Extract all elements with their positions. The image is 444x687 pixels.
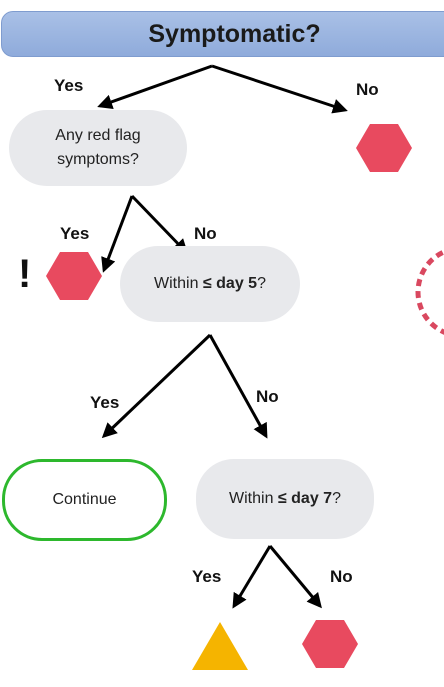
day5-suffix: ? [257,275,266,292]
arrow-day7-no [268,545,322,609]
stop-hexagon-day7-no [302,620,358,668]
exclamation-icon: ! [18,252,32,296]
arrow-day5-yes [101,333,212,439]
caution-triangle [192,622,248,670]
root-question-title: Symptomatic? [148,19,321,48]
branch-label-day5-no: No [256,387,279,406]
red-flag-question-node: Any red flag symptoms? [9,110,187,186]
day5-prefix: Within [154,275,203,292]
branch-label-top-yes: Yes [54,76,84,95]
branch-label-day7-yes: Yes [192,567,222,586]
dashed-circle-icon [415,249,444,335]
stop-hexagon-red-flag [46,252,102,300]
arrow-top-no [211,64,348,114]
day7-prefix: Within [229,490,278,507]
branch-label-day7-no: No [330,567,353,586]
red-flag-line-2: symptoms? [57,151,139,168]
day5-bold: ≤ day 5 [202,275,258,292]
day5-question-node: Within ≤ day 5? [120,246,300,322]
arrow-redflag-yes [101,195,134,273]
branch-label-day5-yes: Yes [90,393,120,412]
arrow-redflag-no [130,194,189,255]
continue-outcome-node: Continue [2,459,167,541]
day7-suffix: ? [332,490,341,507]
day7-question-node: Within ≤ day 7? [196,459,374,539]
arrow-day7-yes [232,545,272,609]
arrow-day5-no [208,334,268,439]
branch-label-top-no: No [356,80,379,99]
continue-label: Continue [52,491,117,508]
arrow-top-yes [97,64,213,110]
red-flag-line-1: Any red flag [55,127,141,144]
branch-label-redflag-no: No [194,224,217,243]
stop-hexagon-top-no [356,124,412,172]
day7-bold: ≤ day 7 [277,490,333,507]
branch-label-redflag-yes: Yes [60,224,90,243]
root-question-banner: Symptomatic? [1,11,444,57]
